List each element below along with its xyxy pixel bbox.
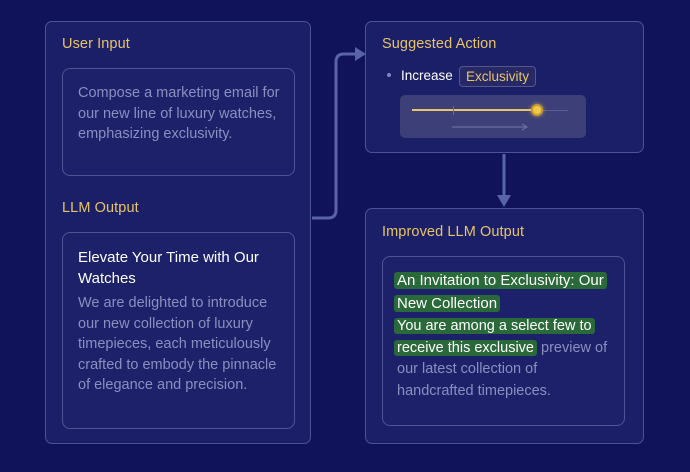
connector-arrowhead-right bbox=[355, 47, 366, 61]
slider-thumb[interactable] bbox=[530, 104, 543, 116]
improved-body-rest: preview of our latest collection of hand… bbox=[397, 339, 608, 399]
suggested-action-panel: Suggested Action Increase Exclusivity bbox=[365, 21, 644, 153]
user-input-title: User Input bbox=[62, 36, 130, 52]
action-label: Increase bbox=[401, 68, 453, 83]
slider-tick bbox=[453, 106, 454, 115]
connector-arrowhead-down bbox=[497, 195, 511, 207]
user-input-card: Compose a marketing email for our new li… bbox=[62, 68, 295, 176]
llm-output-title: LLM Output bbox=[62, 200, 139, 216]
improved-output-card: An Invitation to Exclusivity: Our New Co… bbox=[382, 256, 625, 426]
slider-fill bbox=[412, 109, 537, 111]
improved-output-panel: Improved LLM Output An Invitation to Exc… bbox=[365, 208, 644, 444]
llm-output-card: Elevate Your Time with Our Watches We ar… bbox=[62, 232, 295, 429]
suggested-action-title: Suggested Action bbox=[382, 36, 497, 52]
exclusivity-chip[interactable]: Exclusivity bbox=[459, 66, 537, 87]
right-arrow-icon bbox=[452, 123, 529, 131]
improved-output-title: Improved LLM Output bbox=[382, 224, 525, 240]
slider-control[interactable] bbox=[400, 95, 586, 138]
improved-body: You are among a select few to receive th… bbox=[394, 316, 613, 402]
user-input-text: Compose a marketing email for our new li… bbox=[78, 85, 280, 142]
connector-output-to-action bbox=[312, 52, 356, 220]
improved-heading: An Invitation to Exclusivity: Our New Co… bbox=[394, 269, 607, 315]
bullet-dot-icon bbox=[387, 73, 391, 77]
llm-output-body: We are delighted to introduce our new co… bbox=[78, 295, 277, 393]
input-output-panel: User Input Compose a marketing email for… bbox=[45, 21, 311, 444]
llm-output-heading: Elevate Your Time with Our Watches bbox=[78, 249, 259, 287]
